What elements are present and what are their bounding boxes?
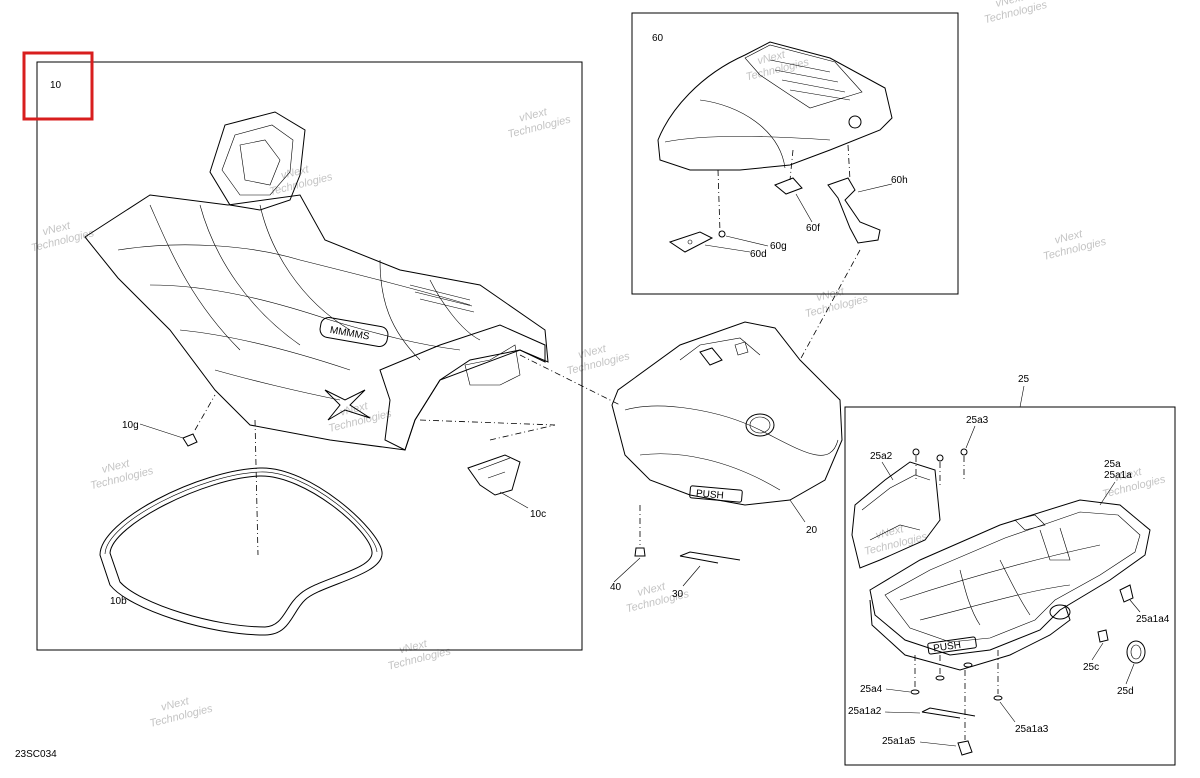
callout-60g[interactable]: 60g <box>770 241 787 252</box>
callout-60f[interactable]: 60f <box>806 223 820 234</box>
watermark: vNext Technologies <box>983 0 1049 26</box>
nut-part-25a1a5[interactable] <box>919 670 973 756</box>
leader-line-seat-to-20 <box>519 354 621 406</box>
callout-60h[interactable]: 60h <box>891 175 908 186</box>
screw-part-25a3[interactable] <box>912 425 976 488</box>
screw-part-60g[interactable] <box>718 230 769 247</box>
washer-part-25a4[interactable] <box>885 655 920 695</box>
push-text-bin: PUSH <box>933 640 962 655</box>
center-line-10 <box>254 419 259 556</box>
callout-25a2[interactable]: 25a2 <box>870 451 893 462</box>
plate-part-60d[interactable] <box>668 231 751 253</box>
watermark: vNext Technologies <box>148 695 214 730</box>
leader-25a <box>1099 481 1116 506</box>
callout-25c[interactable]: 25c <box>1083 662 1099 673</box>
latch-part-60h[interactable] <box>827 177 893 244</box>
watermark: vNext Technologies <box>804 285 870 320</box>
callout-30[interactable]: 30 <box>672 589 684 600</box>
callout-25a[interactable]: 25a <box>1104 459 1121 470</box>
callout-10c[interactable]: 10c <box>530 509 546 520</box>
diagram-code: 23SC034 <box>15 749 57 760</box>
screw-part-25c[interactable] <box>1091 629 1109 661</box>
seat-part-10[interactable]: MMMMS <box>84 111 549 451</box>
watermark: vNext Technologies <box>566 343 632 378</box>
watermarks: vNext Technologies vNext Technologies vN… <box>30 0 1167 730</box>
watermark: vNext Technologies <box>89 457 155 492</box>
leader-line-10c-b <box>489 424 556 441</box>
rod-part-30[interactable] <box>679 551 741 587</box>
group-frame-10[interactable] <box>36 61 583 651</box>
rod-part-25a1a2[interactable] <box>884 707 976 719</box>
seat-logo-text: MMMMS <box>329 325 371 343</box>
leader-line-60d <box>717 169 721 233</box>
clip-part-25a1a4[interactable] <box>1119 584 1141 613</box>
cap-part-25d[interactable] <box>1125 640 1146 685</box>
watermark: vNext Technologies <box>863 523 929 558</box>
callout-25a1a2[interactable]: 25a1a2 <box>848 706 882 717</box>
group-frame-25[interactable] <box>844 406 1176 766</box>
watermark: vNext Technologies <box>1042 228 1108 263</box>
leader-line-10c <box>419 419 556 426</box>
leader-line-60-to-20 <box>799 249 861 361</box>
bracket-part-60f[interactable] <box>774 177 813 223</box>
callout-20[interactable]: 20 <box>806 525 818 536</box>
callout-25a3[interactable]: 25a3 <box>966 415 989 426</box>
watermark: vNext Technologies <box>507 106 573 141</box>
leader-line-60h <box>847 144 851 181</box>
washer-part-25a1a3[interactable] <box>935 650 1016 723</box>
callout-25d[interactable]: 25d <box>1117 686 1134 697</box>
lid-part-20[interactable]: PUSH <box>611 321 843 523</box>
callout-60d[interactable]: 60d <box>750 249 767 260</box>
leader-25 <box>1019 385 1025 408</box>
bin-part-25[interactable]: PUSH <box>869 499 1151 671</box>
leader-line-10g <box>194 394 216 431</box>
group-label-10[interactable]: 10 <box>50 80 62 91</box>
callout-25a1a3[interactable]: 25a1a3 <box>1015 724 1049 735</box>
group-highlight-box[interactable] <box>22 51 94 121</box>
group-label-60[interactable]: 60 <box>652 33 664 44</box>
group-frame-60[interactable] <box>631 12 959 295</box>
gasket-part-10b[interactable] <box>99 467 383 636</box>
latch-part-10c[interactable] <box>467 454 529 509</box>
callout-10b[interactable]: 10b <box>110 596 127 607</box>
watermark: vNext Technologies <box>745 49 811 84</box>
callout-25a1a[interactable]: 25a1a <box>1104 470 1132 481</box>
push-text-lid: PUSH <box>695 488 724 501</box>
callout-40[interactable]: 40 <box>610 582 622 593</box>
cover-part-60[interactable] <box>657 41 893 171</box>
callout-25a1a5[interactable]: 25a1a5 <box>882 736 916 747</box>
clip-part-10g[interactable] <box>139 423 198 447</box>
screw-part-40[interactable] <box>613 505 646 583</box>
panel-part-25a2[interactable] <box>851 461 941 569</box>
svg-text:vNext: vNext <box>994 0 1025 10</box>
callout-25a1a4[interactable]: 25a1a4 <box>1136 614 1170 625</box>
watermark: vNext Technologies <box>268 163 334 198</box>
callout-10g[interactable]: 10g <box>122 420 139 431</box>
leader-line-60f <box>789 149 794 181</box>
callout-25a4[interactable]: 25a4 <box>860 684 883 695</box>
group-label-25[interactable]: 25 <box>1018 374 1030 385</box>
watermark: vNext Technologies <box>387 638 453 673</box>
